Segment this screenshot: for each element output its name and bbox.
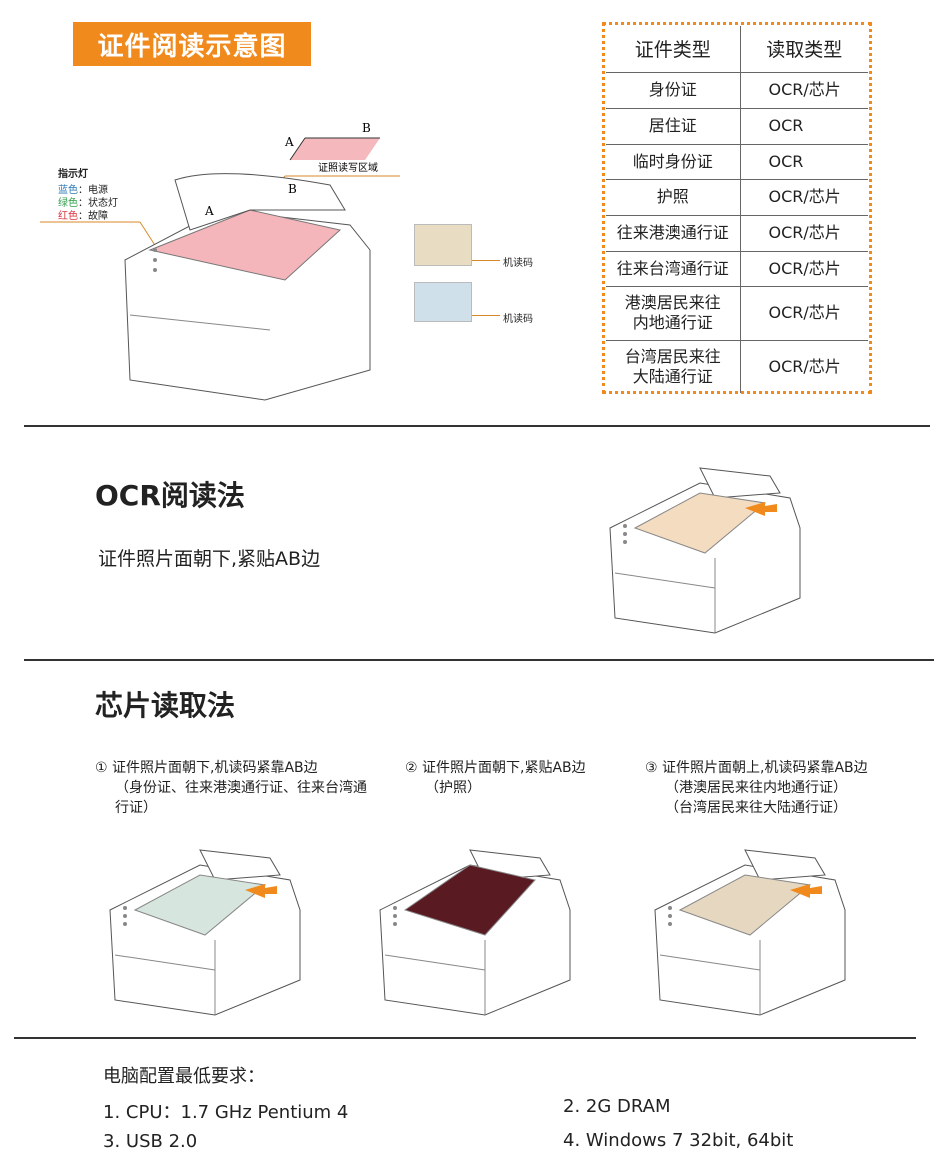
- mrz-label: 机读码: [503, 314, 533, 325]
- title-banner: 证件阅读示意图: [73, 22, 311, 66]
- chip-step-2: ② 证件照片面朝下,紧贴AB边（护照）: [405, 760, 586, 796]
- requirement-item: 3. USB 2.0: [103, 1131, 198, 1152]
- ocr-reader-illustration: [609, 467, 801, 634]
- legend-color: 绿色: [58, 198, 78, 209]
- id-card-front-image: [414, 282, 472, 322]
- requirement-item: 1. CPU：1.7 GHz Pentium 4: [103, 1102, 349, 1123]
- legend-color: 蓝色: [58, 185, 78, 196]
- edge-a-label: A: [284, 135, 294, 149]
- arrow-icon: [745, 502, 777, 516]
- read-type: OCR/芯片: [740, 215, 868, 252]
- divider: [24, 425, 930, 427]
- legend-meaning: 故障: [88, 211, 108, 222]
- edge-b-label: B: [288, 182, 297, 196]
- edge-a-label: A: [204, 204, 214, 218]
- divider: [14, 1037, 916, 1039]
- arrow-icon: [790, 884, 822, 898]
- read-type: OCR/芯片: [768, 356, 841, 376]
- requirement-item: 4. Windows 7 32bit, 64bit: [563, 1130, 794, 1151]
- read-type: OCR/芯片: [740, 286, 868, 341]
- read-type: OCR/芯片: [740, 179, 868, 216]
- read-type: OCR: [740, 144, 868, 180]
- edge-b-label: B: [362, 121, 371, 135]
- chip-section-title: 芯片读取法: [95, 689, 236, 722]
- read-type: OCR: [740, 108, 868, 145]
- indicator-title: 指示灯: [58, 169, 88, 180]
- doc-type: 护照: [606, 179, 741, 216]
- requirements-title: 电脑配置最低要求：: [103, 1066, 265, 1087]
- read-type: OCR/芯片: [740, 72, 868, 109]
- doc-type: 台湾居民来往大陆通行证: [606, 340, 741, 393]
- table-header: 读取类型: [740, 26, 868, 73]
- divider: [24, 659, 934, 661]
- reader-device-illustration: A B 证照读写区域 A B: [40, 121, 400, 401]
- doc-type: 港澳居民来往内地通行证: [606, 286, 741, 341]
- doc-type: 往来台湾通行证: [606, 251, 741, 287]
- doc-type: 往来港澳通行证: [606, 215, 741, 252]
- legend-meaning: 状态灯: [88, 198, 118, 209]
- requirement-item: 2. 2G DRAM: [563, 1096, 671, 1117]
- indicator-legend: 指示灯 蓝色：电源 绿色：状态灯 红色：故障: [58, 169, 118, 222]
- table-header: 证件类型: [606, 26, 741, 73]
- doc-type: 居住证: [606, 108, 741, 145]
- id-card-back-image: [414, 224, 472, 266]
- legend-meaning: 电源: [88, 185, 108, 196]
- chip-step-2-illustration: [379, 849, 571, 1016]
- doc-type: 临时身份证: [606, 144, 741, 180]
- arrow-icon: [245, 884, 277, 898]
- chip-step-3-illustration: [654, 849, 846, 1016]
- chip-step-1: ① 证件照片面朝下,机读码紧靠AB边（身份证、往来港澳通行证、往来台湾通行证）: [95, 760, 367, 816]
- chip-step-3: ③ 证件照片面朝上,机读码紧靠AB边（港澳居民来往内地通行证） （台湾居民来往大…: [645, 760, 868, 816]
- ocr-instruction: 证件照片面朝下,紧贴AB边: [98, 548, 321, 570]
- chip-step-1-illustration: [109, 849, 301, 1016]
- ocr-section-title: OCR阅读法: [95, 479, 245, 512]
- read-area-label: 证照读写区域: [318, 161, 378, 174]
- doc-type: 身份证: [606, 72, 741, 109]
- read-type: OCR/芯片: [740, 251, 868, 287]
- legend-color: 红色: [58, 211, 78, 222]
- mrz-label: 机读码: [503, 258, 533, 269]
